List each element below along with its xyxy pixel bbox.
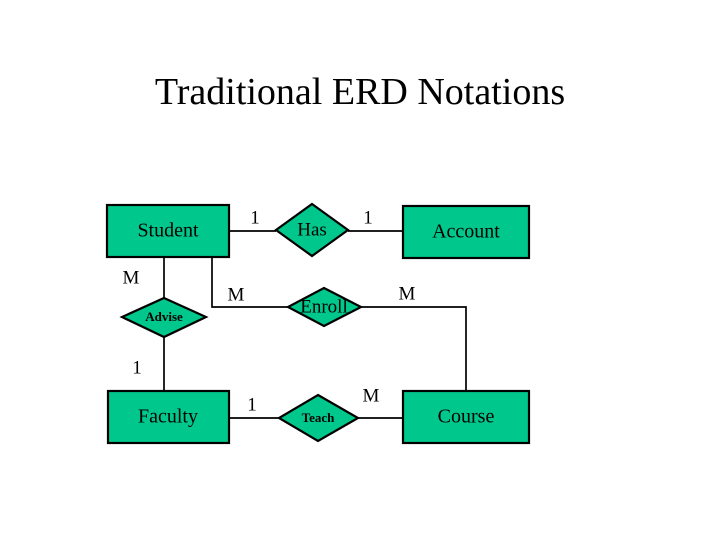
relationship-enroll[interactable]: Enroll	[285, 286, 364, 328]
entity-student[interactable]: Student	[105, 203, 231, 259]
entity-account[interactable]: Account	[401, 204, 531, 260]
entity-course-label: Course	[438, 406, 495, 428]
relationship-enroll-diamond[interactable]	[285, 286, 364, 328]
relationship-advise-diamond[interactable]	[119, 296, 209, 339]
entity-student-label: Student	[137, 220, 199, 242]
cardinality-student-enroll: M	[228, 284, 245, 305]
entity-course-box[interactable]	[401, 389, 531, 445]
connector-enroll-course	[361, 306, 467, 391]
relationship-advise-label: Advise	[145, 309, 183, 324]
entity-student-box[interactable]	[105, 203, 231, 259]
cardinality-has-account: 1	[363, 207, 373, 228]
cardinality-group: 1 1 M 1 M M 1 M	[123, 207, 416, 415]
connector-student-enroll	[211, 257, 288, 308]
entity-faculty-box[interactable]	[106, 389, 231, 445]
entity-course[interactable]: Course	[401, 389, 531, 445]
cardinality-advise-faculty: 1	[132, 357, 142, 378]
entity-faculty-label: Faculty	[138, 406, 198, 428]
connector-group	[163, 230, 467, 419]
relationship-advise[interactable]: Advise	[119, 296, 209, 339]
relationship-has-label: Has	[297, 219, 327, 240]
cardinality-student-advise: M	[123, 267, 140, 288]
cardinality-enroll-course: M	[399, 283, 416, 304]
entity-account-label: Account	[432, 221, 500, 243]
cardinality-student-has: 1	[250, 207, 260, 228]
entity-account-box[interactable]	[401, 204, 531, 260]
relationship-teach-label: Teach	[302, 410, 336, 425]
page-title: Traditional ERD Notations	[154, 71, 566, 113]
relationship-has-diamond[interactable]	[274, 202, 350, 258]
relationship-enroll-label: Enroll	[300, 296, 348, 317]
cardinality-teach-course: M	[363, 385, 380, 406]
relationship-has[interactable]: Has	[274, 202, 350, 258]
relationship-teach-diamond[interactable]	[276, 393, 361, 443]
relationship-teach[interactable]: Teach	[276, 393, 361, 443]
cardinality-faculty-teach: 1	[247, 394, 257, 415]
entity-faculty[interactable]: Faculty	[106, 389, 231, 445]
